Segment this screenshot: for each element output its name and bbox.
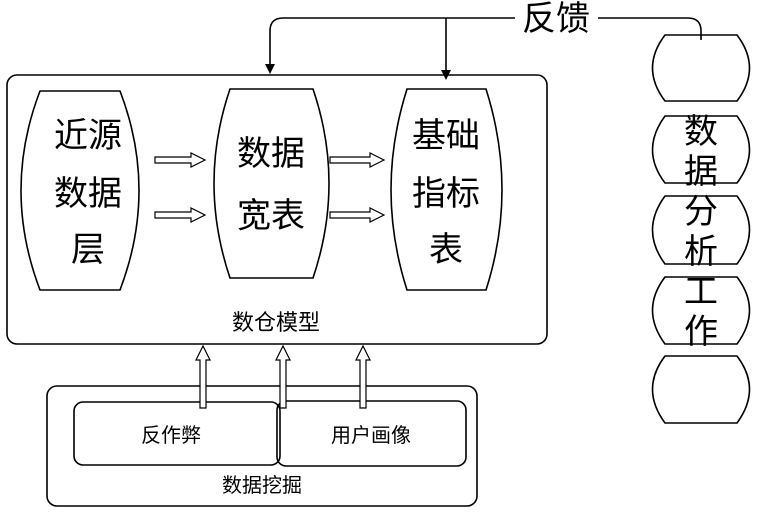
analysis-segment-3 [651,195,751,265]
analysis-stack [651,34,751,424]
near-source-line-3: 层 [71,230,105,270]
arrow-up-2 [275,344,291,409]
arrow-right-1 [154,152,207,168]
warehouse-label: 数仓模型 [232,311,320,336]
mining-container [46,385,478,507]
analysis-char-6: 作 [684,312,718,352]
feedback-connector [265,17,702,80]
wide-table-line-1: 数据 [237,134,305,174]
analysis-segment-5 [651,355,751,424]
arrow-right-4 [329,207,386,223]
user-profile-box [276,400,467,467]
wide-table-shape [213,88,330,279]
warehouse-container [6,74,548,345]
base-metrics-line-1: 基础 [412,116,480,156]
arrow-up-3 [355,344,371,409]
analysis-segment-4 [651,276,751,345]
analysis-char-2: 据 [684,152,718,192]
analysis-char-5: 工 [684,272,718,312]
near-source-line-2: 数据 [54,174,122,214]
base-metrics-shape [390,88,503,291]
analysis-segment-2 [651,115,751,184]
arrows-mining-to-warehouse [195,344,371,409]
user-profile-label: 用户画像 [331,423,411,447]
arrow-up-1 [195,344,211,409]
analysis-char-3: 分 [684,192,718,232]
near-source-layer-shape [20,90,140,291]
feedback-label: 反馈 [522,0,590,39]
analysis-char-4: 析 [684,232,718,272]
anti-fraud-label: 反作弊 [141,423,201,447]
analysis-segment-1 [651,34,751,102]
wide-table-line-2: 宽表 [237,196,305,236]
base-metrics-line-3: 表 [429,230,463,270]
analysis-char-1: 数 [684,112,718,152]
mining-label: 数据挖掘 [222,473,302,497]
near-source-line-1: 近源 [54,116,122,156]
anti-fraud-box [73,401,281,466]
arrows-wide-to-base [329,152,386,223]
arrows-near-source-to-wide [154,152,207,223]
base-metrics-line-2: 指标 [412,174,480,214]
arrow-right-3 [329,152,386,168]
arrow-right-2 [154,207,207,223]
